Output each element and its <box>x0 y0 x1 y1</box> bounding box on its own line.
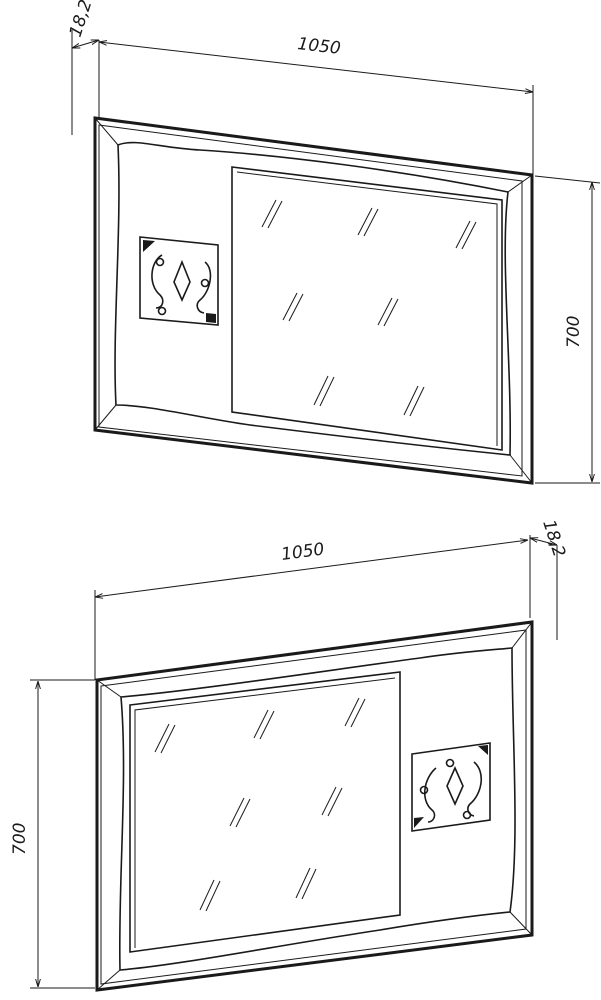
bottom-width-dimension: 1050 <box>95 539 528 680</box>
top-width-label: 1050 <box>296 34 341 59</box>
top-depth-label: 18,2 <box>66 0 97 40</box>
top-decor-panel <box>139 236 219 326</box>
top-height-label: 700 <box>564 316 584 348</box>
bottom-mirror-view: 18,2 1050 700 <box>10 517 569 992</box>
top-frame <box>93 116 534 485</box>
top-height-dimension: 700 <box>534 175 601 484</box>
bottom-decor-panel <box>411 742 491 832</box>
bottom-width-label: 1050 <box>280 539 326 564</box>
top-depth-dimension: 18,2 <box>66 0 99 135</box>
top-mirror-view: 18,2 1050 700 <box>66 0 601 485</box>
bottom-depth-label: 18,2 <box>538 517 569 559</box>
top-width-dimension: 1050 <box>99 34 534 175</box>
top-mirror-glass <box>231 166 503 451</box>
bottom-height-label: 700 <box>10 823 30 855</box>
bottom-frame <box>95 620 534 992</box>
bottom-height-dimension: 700 <box>10 679 95 989</box>
bottom-mirror-glass <box>129 671 401 953</box>
bottom-depth-dimension: 18,2 <box>530 517 569 640</box>
